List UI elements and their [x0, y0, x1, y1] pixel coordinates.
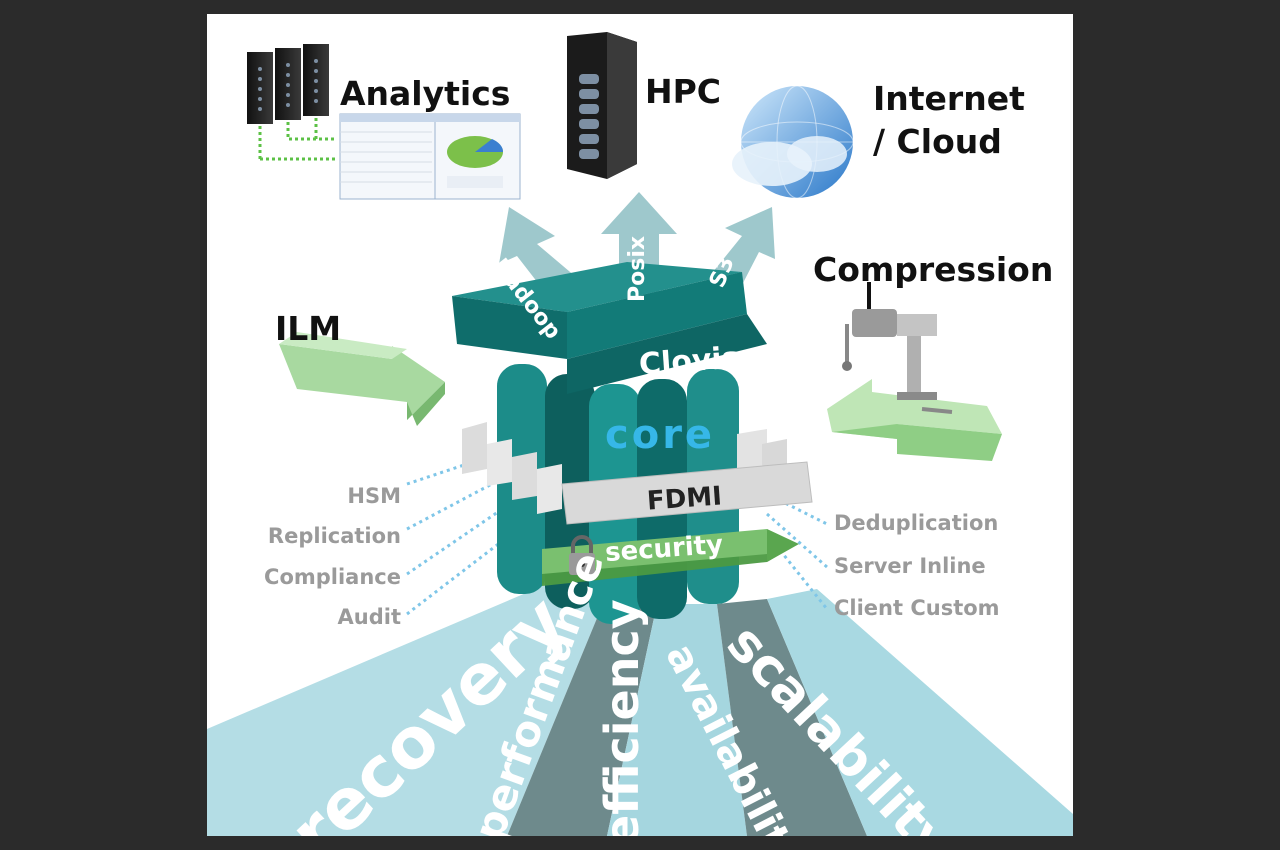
vise-icon [842, 282, 953, 414]
storage-architecture-diagram: Analytics HPC Internet / Cloud Compressi… [207, 14, 1073, 836]
feature-audit: Audit [337, 605, 401, 629]
feature-server-inline: Server Inline [834, 554, 986, 578]
foundation-efficiency: efficiency [595, 599, 649, 836]
ray-performance [507, 594, 657, 836]
ray-efficiency [607, 604, 747, 836]
fdmi-bar [561, 461, 813, 525]
clovis-label: Clovis [637, 340, 741, 383]
padlock-icon [569, 535, 595, 575]
feature-deduplication: Deduplication [834, 511, 999, 535]
feature-hsm: HSM [347, 484, 401, 508]
compression-label: Compression [813, 250, 1054, 289]
feature-compliance: Compliance [264, 565, 401, 589]
cloud-label: / Cloud [873, 122, 1002, 161]
security-band [542, 529, 799, 586]
fdmi-label: FDMI [646, 481, 723, 517]
ray-recovery [207, 584, 607, 836]
analytics-label: Analytics [340, 74, 511, 113]
analytics-servers-icon [247, 44, 337, 161]
foundation-rays [207, 584, 1073, 836]
internet-label: Internet [873, 79, 1025, 118]
ray-scalability [767, 589, 1073, 836]
clovis-top [452, 262, 767, 394]
hpc-rack-icon [567, 32, 637, 179]
fdmi-blocks [462, 422, 813, 525]
diagram-graphics [207, 32, 1073, 836]
globe-cloud-icon [732, 85, 854, 199]
ilm-arrow [279, 332, 445, 426]
posix-label: Posix [625, 235, 650, 302]
feature-client-custom: Client Custom [834, 596, 1000, 620]
ilm-label: ILM [275, 309, 342, 348]
dashboard-screenshot-icon [339, 113, 521, 200]
core-label: core [605, 412, 716, 458]
ray-availability [717, 599, 867, 836]
feature-replication: Replication [267, 524, 401, 548]
compression-arrow [827, 379, 1002, 461]
hpc-label: HPC [645, 72, 722, 111]
